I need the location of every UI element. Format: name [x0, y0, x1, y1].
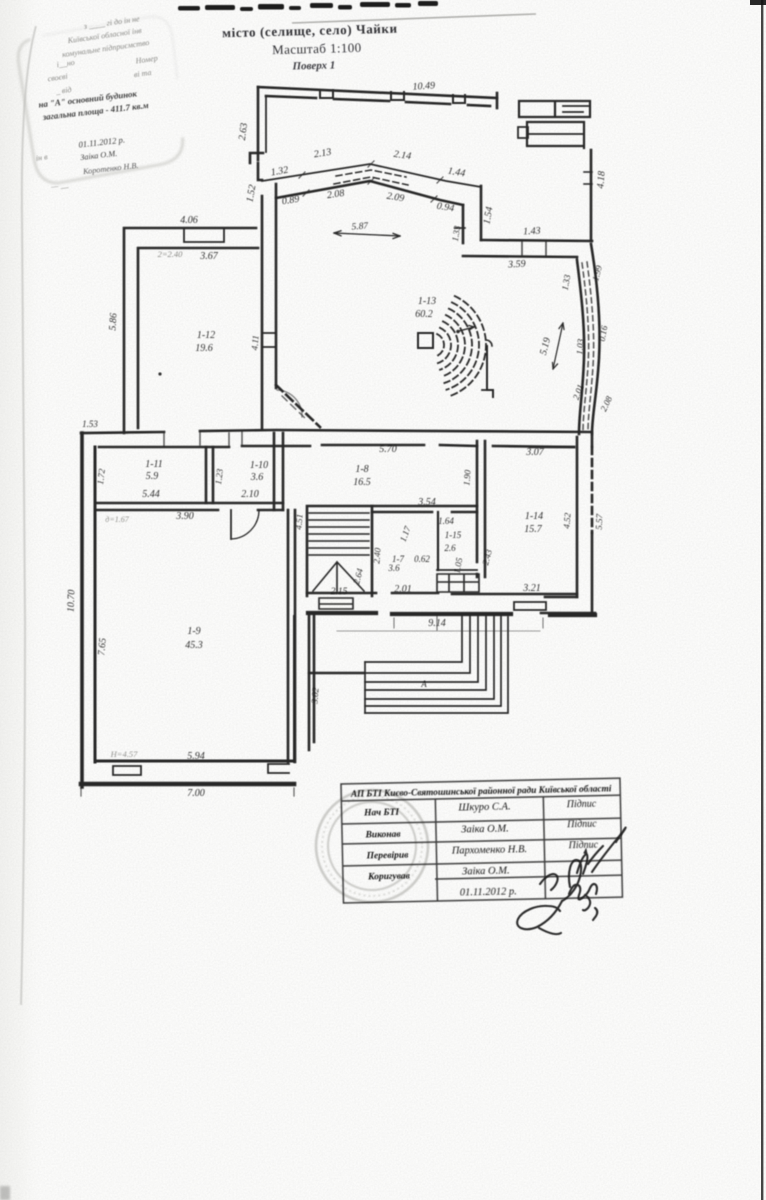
svg-text:15.7: 15.7	[524, 524, 543, 535]
svg-text:4.06: 4.06	[180, 215, 198, 226]
svg-text:_ від: _ від	[54, 85, 72, 96]
svg-text:Заіка О.М.: Заіка О.М.	[461, 823, 509, 835]
svg-text:1-14: 1-14	[525, 511, 543, 522]
svg-text:Заіка О.М.: Заіка О.М.	[80, 149, 118, 162]
svg-text:Виконав: Виконав	[364, 830, 401, 841]
svg-text:і__но: і__но	[56, 58, 75, 69]
svg-text:1.52: 1.52	[245, 184, 259, 203]
svg-text:Номер: Номер	[134, 54, 158, 66]
svg-text:ві та: ві та	[133, 68, 152, 79]
svg-text:4.52: 4.52	[561, 512, 572, 529]
svg-text:1.32: 1.32	[270, 165, 289, 179]
svg-text:1.23: 1.23	[213, 468, 225, 485]
svg-text:2.43: 2.43	[480, 548, 494, 566]
svg-text:10.70: 10.70	[66, 589, 78, 612]
svg-text:5.94: 5.94	[187, 751, 205, 762]
svg-text:5.57: 5.57	[594, 513, 605, 530]
svg-text:19.6: 19.6	[195, 343, 213, 354]
svg-text:2.08: 2.08	[326, 188, 345, 201]
svg-text:1-8: 1-8	[355, 464, 368, 475]
svg-text:0.62: 0.62	[414, 554, 430, 564]
svg-text:1-10: 1-10	[250, 460, 268, 471]
svg-text:1-7: 1-7	[392, 554, 404, 564]
svg-text:1.05: 1.05	[452, 556, 465, 574]
svg-text:1.43: 1.43	[523, 226, 541, 238]
svg-text:3.02: 3.02	[309, 687, 320, 705]
svg-text:0.94: 0.94	[436, 201, 455, 215]
svg-text:9.14: 9.14	[428, 618, 446, 629]
svg-text:2.15: 2.15	[331, 587, 348, 597]
svg-text:Шкуро С.А.: Шкуро С.А.	[457, 801, 510, 813]
svg-text:1.33: 1.33	[560, 273, 573, 291]
svg-text:4.51: 4.51	[293, 513, 304, 530]
svg-text:5.87: 5.87	[351, 221, 370, 232]
svg-text:2.14: 2.14	[393, 149, 412, 162]
svg-text:60.2: 60.2	[415, 309, 433, 320]
svg-text:3.6: 3.6	[387, 563, 400, 573]
svg-text:1.33: 1.33	[450, 225, 462, 242]
svg-text:3.90: 3.90	[175, 511, 194, 522]
svg-text:1.64: 1.64	[438, 516, 454, 526]
svg-text:Пархоменко Н.В.: Пархоменко Н.В.	[451, 844, 528, 857]
svg-text:10.49: 10.49	[412, 80, 435, 93]
svg-text:2.6: 2.6	[444, 543, 456, 553]
svg-text:5.9: 5.9	[146, 471, 159, 482]
svg-text:1.90: 1.90	[461, 469, 472, 486]
svg-text:Поверх 1: Поверх 1	[291, 59, 335, 72]
svg-text:1-13: 1-13	[418, 296, 436, 307]
svg-text:2.64: 2.64	[351, 567, 365, 585]
svg-text:Масштаб 1:100: Масштаб 1:100	[272, 40, 362, 57]
svg-text:16.5: 16.5	[353, 477, 371, 488]
svg-text:1-9: 1-9	[187, 626, 200, 637]
svg-text:2.40: 2.40	[371, 547, 382, 564]
svg-text:ін в: ін в	[35, 152, 48, 163]
svg-text:0.16: 0.16	[597, 324, 610, 342]
svg-text:2.10: 2.10	[241, 489, 259, 500]
svg-text:Заіка О.М.: Заіка О.М.	[462, 865, 510, 877]
svg-text:1-15: 1-15	[445, 530, 462, 540]
svg-text:1.72: 1.72	[95, 468, 107, 485]
svg-text:— __: — __	[50, 180, 70, 192]
svg-text:Підпис: Підпис	[567, 840, 598, 852]
svg-text:Підпис: Підпис	[566, 799, 597, 811]
svg-text:3.67: 3.67	[199, 251, 219, 262]
svg-text:4.18: 4.18	[595, 171, 607, 189]
svg-text:1.99: 1.99	[590, 264, 604, 282]
svg-text:Підпис: Підпис	[566, 819, 597, 831]
svg-text:Перевірив: Перевірив	[366, 850, 410, 862]
svg-text:5.44: 5.44	[142, 489, 160, 500]
svg-text:2.01: 2.01	[394, 584, 412, 595]
svg-text:2.09: 2.09	[386, 191, 405, 205]
svg-text:Н=4.57: Н=4.57	[110, 749, 138, 759]
svg-text:4.11: 4.11	[249, 335, 260, 351]
svg-text:5.86: 5.86	[107, 313, 119, 331]
svg-text:2.63: 2.63	[237, 122, 250, 141]
svg-text:2.13: 2.13	[313, 147, 332, 161]
svg-text:2=2.40: 2=2.40	[158, 249, 184, 259]
svg-text:1.03: 1.03	[574, 338, 585, 355]
svg-text:д=1.67: д=1.67	[105, 515, 129, 524]
svg-text:1.54: 1.54	[482, 206, 496, 225]
svg-text:3.07: 3.07	[525, 447, 545, 458]
svg-text:01.11.2012 р.: 01.11.2012 р.	[460, 886, 517, 898]
svg-text:7.65: 7.65	[96, 638, 108, 656]
svg-text:1-11: 1-11	[145, 459, 163, 470]
svg-text:7.00: 7.00	[187, 788, 205, 799]
svg-text:3.21: 3.21	[522, 583, 541, 594]
svg-text:1-12: 1-12	[197, 330, 215, 341]
svg-text:А: А	[420, 679, 427, 689]
svg-text:3.59: 3.59	[507, 259, 526, 271]
svg-text:1.53: 1.53	[82, 419, 98, 429]
svg-text:0.89: 0.89	[281, 194, 300, 208]
svg-text:5.19: 5.19	[538, 336, 553, 356]
svg-text:1.44: 1.44	[447, 166, 466, 180]
svg-text:місто (селище, село) Чайки: місто (селище, село) Чайки	[222, 21, 398, 41]
svg-text:своєві: своєві	[47, 72, 68, 84]
svg-text:Коригував: Коригував	[367, 872, 411, 883]
svg-text:5.70: 5.70	[379, 444, 397, 455]
svg-text:3.54: 3.54	[417, 497, 436, 508]
svg-text:45.3: 45.3	[185, 640, 203, 651]
svg-text:Нач БТІ: Нач БТІ	[363, 808, 399, 819]
svg-text:3.6: 3.6	[250, 472, 264, 483]
